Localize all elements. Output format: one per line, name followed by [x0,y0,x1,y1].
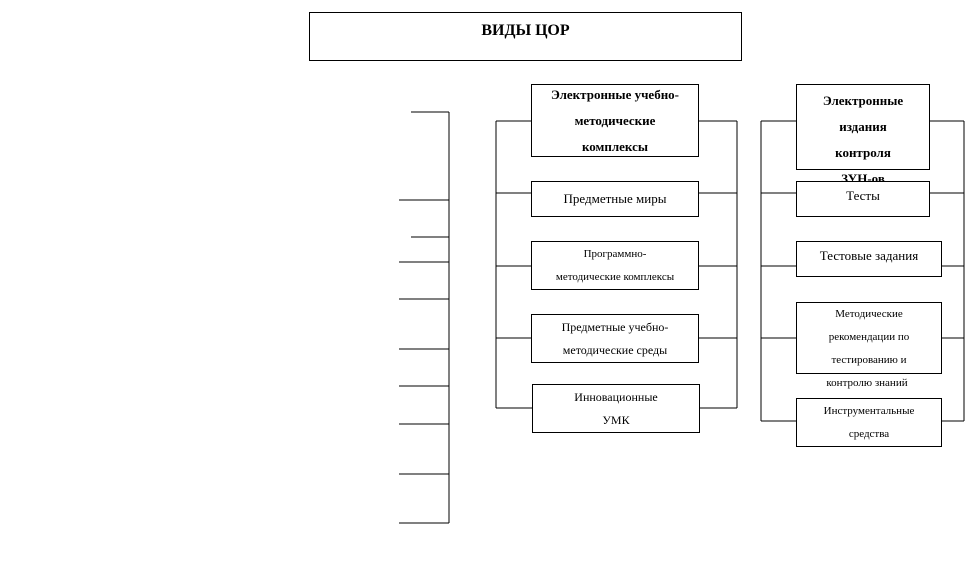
center-header-box: Электронные учебно- методические комплек… [531,84,699,157]
right-item-box: Тестовые задания [796,241,942,277]
diagram-title-text: ВИДЫ ЦОР [481,22,570,39]
right-item-box: Тесты [796,181,930,217]
right-header-line: издания [839,119,887,134]
center-item-line: Предметные миры [563,191,667,207]
center-header-line: комплексы [581,138,649,154]
center-item-line: Инновационные [574,389,658,404]
center-item-line: методические среды [562,342,668,357]
center-header-line: Электронные учебно- [550,86,680,102]
right-item-line: Инструментальные [823,404,915,417]
center-item-box: Предметные учебно- методические среды [531,314,699,363]
center-item-line: Программно- [583,247,647,260]
right-item-box: Методические рекомендации по тестировани… [796,302,942,389]
right-item-line: тестированию и [831,354,907,366]
right-header-line: контроля [835,145,891,160]
right-item-box: Инструментальные средства [796,398,942,447]
center-item-box: Предметные миры [531,181,699,217]
center-item-line: Предметные учебно- [561,319,669,334]
center-item-box: Инновационные УМК [532,384,700,433]
right-item-line: рекомендации по [828,331,910,343]
right-item-line: Методические [835,308,903,320]
right-header-box: Электронные издания контроля ЗУН-ов [796,84,930,186]
right-item-line: Тесты [846,188,880,203]
diagram-title: ВИДЫ ЦОР [309,12,742,61]
center-item-line: методические комплексы [555,270,675,283]
right-item-line: контролю знаний [826,377,908,389]
center-header-line: методические [574,112,656,128]
right-item-line: средства [848,427,890,440]
right-item-line: Тестовые задания [819,248,919,263]
right-header-line: Электронные [822,93,904,108]
center-item-line: УМК [602,412,630,427]
center-item-box: Программно- методические комплексы [531,241,699,290]
